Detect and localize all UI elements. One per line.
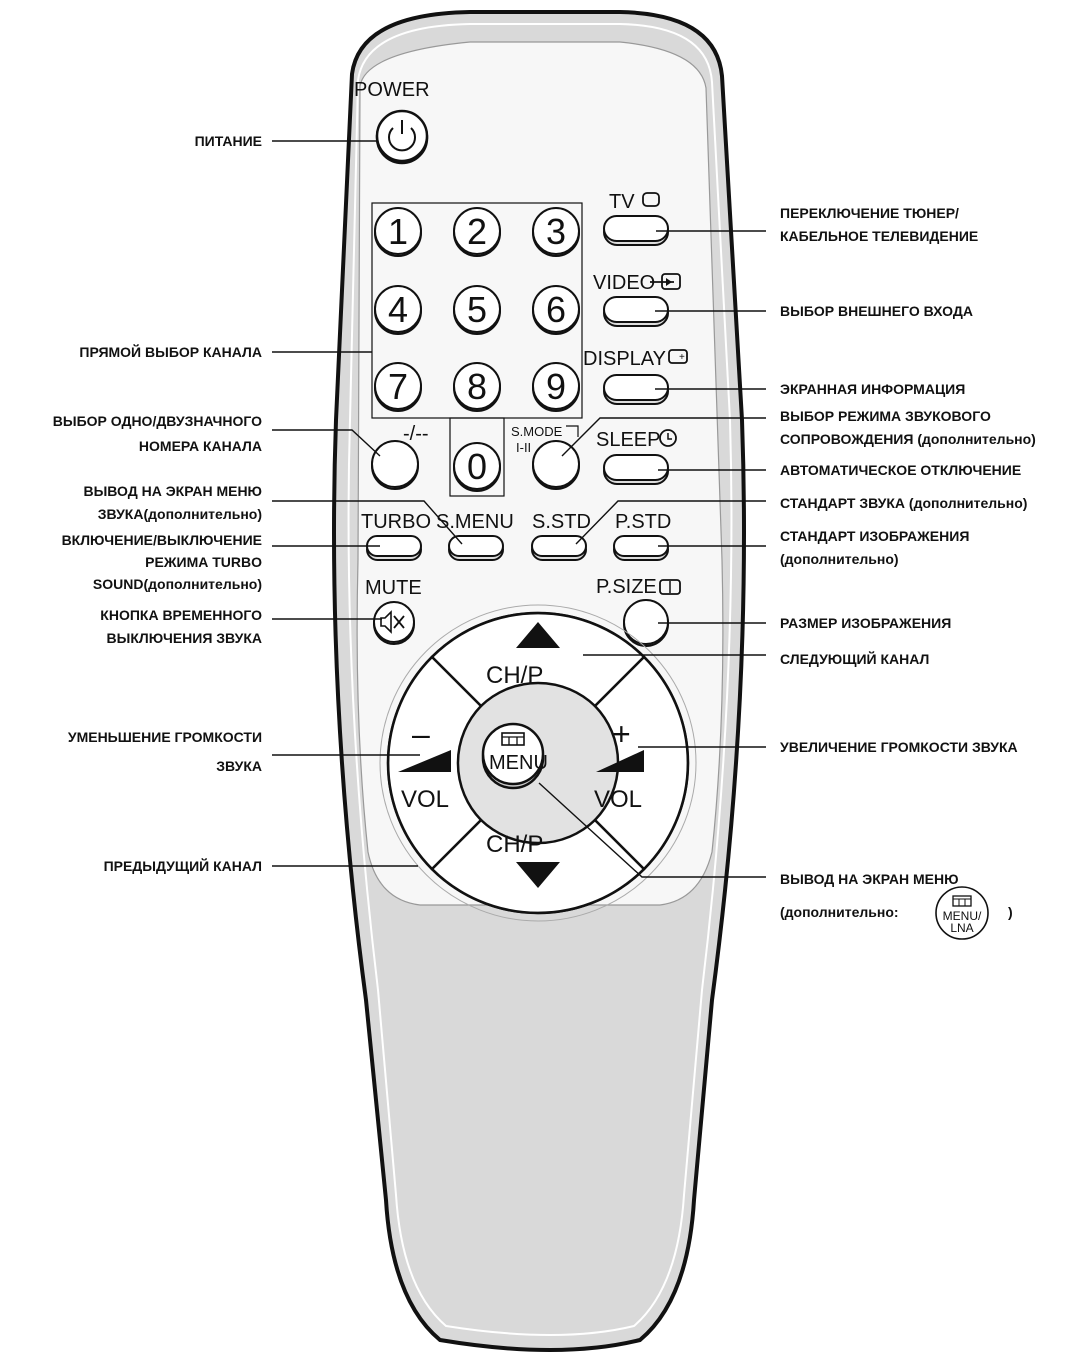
mute-label: MUTE <box>365 577 422 599</box>
smenu-label: S.MENU <box>436 511 514 533</box>
callout-power: ПИТАНИЕ <box>195 133 262 149</box>
number-pad <box>371 202 583 497</box>
callout-sound-std: СТАНДАРТ ЗВУКА (дополнительно) <box>780 495 1027 511</box>
mute-button[interactable] <box>373 601 415 645</box>
digit-label: 7 <box>388 366 408 407</box>
tv-icon <box>642 192 660 207</box>
digit-button[interactable]: 3 <box>532 207 580 257</box>
callout-screen-info: ЭКРАННАЯ ИНФОРМАЦИЯ <box>780 381 965 397</box>
volume-ramp-left-icon <box>398 750 451 772</box>
digit-button[interactable]: 6 <box>532 285 580 335</box>
vol-minus-label: – <box>412 716 430 752</box>
one-two-digit-button[interactable] <box>371 440 419 490</box>
callout-ext-input: ВЫБОР ВНЕШНЕГО ВХОДА <box>780 303 973 319</box>
sound-mode-button[interactable] <box>532 440 580 490</box>
psize-button[interactable] <box>623 599 669 647</box>
digit-label: 4 <box>388 289 408 330</box>
right-callouts: ПЕРЕКЛЮЧЕНИЕ ТЮНЕР/КАБЕЛЬНОЕ ТЕЛЕВИДЕНИЕ… <box>780 205 1036 920</box>
digit-button[interactable]: 5 <box>453 285 501 335</box>
display-button[interactable] <box>603 374 669 405</box>
menu-button[interactable]: MENU <box>481 722 548 790</box>
left-callouts: ПИТАНИЕ ПРЯМОЙ ВЫБОР КАНАЛА ВЫБОР ОДНО/Д… <box>53 133 262 874</box>
turbo-label: TURBO <box>361 511 431 533</box>
input-icon <box>650 273 681 290</box>
psize-label: P.SIZE <box>596 576 657 598</box>
sstd-label: S.STD <box>532 511 591 533</box>
callout-menu-note: (дополнительно: <box>780 904 899 920</box>
menu-lna-line1: MENU/ <box>943 909 982 923</box>
arrow-up-icon <box>516 622 560 648</box>
display-label: DISPLAY <box>583 348 666 370</box>
mute-icon <box>380 610 405 634</box>
digit-button[interactable]: 1 <box>374 207 422 257</box>
smode-sub-label: I-II <box>516 440 531 455</box>
menu-icon <box>501 732 525 746</box>
arrow-down-icon <box>516 862 560 888</box>
video-label: VIDEO <box>593 272 655 294</box>
digit-label: 0 <box>467 446 487 487</box>
callout-auto-off: АВТОМАТИЧЕСКОЕ ОТКЛЮЧЕНИЕ <box>780 462 1021 478</box>
digit-label: 8 <box>467 366 487 407</box>
vol-left-label: VOL <box>401 786 449 813</box>
digit-label: 6 <box>546 289 566 330</box>
smenu-button[interactable] <box>448 535 504 561</box>
clock-icon <box>659 429 677 447</box>
callout-lines <box>272 140 766 878</box>
digit-button[interactable]: 0 <box>453 442 501 492</box>
sleep-button[interactable] <box>603 454 669 485</box>
digit-label: 9 <box>546 366 566 407</box>
ch-down-label: CH/P <box>486 831 543 858</box>
volume-ramp-right-icon <box>596 750 644 772</box>
digit-button[interactable]: 9 <box>532 362 580 412</box>
menu-lna-line2: LNA <box>950 921 973 935</box>
video-button[interactable] <box>603 296 669 327</box>
callout-picture-size: РАЗМЕР ИЗОБРАЖЕНИЯ <box>780 615 951 631</box>
sstd-button[interactable] <box>531 535 587 561</box>
tv-button[interactable] <box>603 215 669 246</box>
dash-label: -/-- <box>403 423 429 445</box>
channel-up-button[interactable] <box>430 611 646 708</box>
power-button[interactable] <box>375 109 429 165</box>
callout-direct-channel: ПРЯМОЙ ВЫБОР КАНАЛА <box>79 343 262 360</box>
psize-icon <box>659 579 681 595</box>
digit-label: 2 <box>467 211 487 252</box>
digit-button[interactable]: 8 <box>453 362 501 412</box>
pstd-label: P.STD <box>615 511 671 533</box>
digit-label: 5 <box>467 289 487 330</box>
power-label: POWER <box>354 79 430 101</box>
digit-button[interactable]: 7 <box>374 362 422 412</box>
callout-menu-close: ) <box>1008 904 1013 920</box>
vol-right-label: VOL <box>594 786 642 813</box>
callout-vol-up: УВЕЛИЧЕНИЕ ГРОМКОСТИ ЗВУКА <box>780 739 1018 755</box>
callout-next-channel: СЛЕДУЮЩИЙ КАНАЛ <box>780 650 929 667</box>
menu-lna-button-icon: MENU/ LNA <box>935 886 989 940</box>
power-icon <box>388 120 416 152</box>
svg-text:+: + <box>679 352 685 363</box>
menu-label: MENU <box>489 752 548 774</box>
vol-plus-label: + <box>612 716 631 752</box>
tv-label: TV <box>609 191 635 213</box>
callout-menu: ВЫВОД НА ЭКРАН МЕНЮ <box>780 871 959 887</box>
digit-button[interactable]: 4 <box>374 285 422 335</box>
digit-button[interactable]: 2 <box>453 207 501 257</box>
display-icon: + <box>668 349 688 364</box>
digit-label: 1 <box>388 211 408 252</box>
callout-prev-channel: ПРЕДЫДУЩИЙ КАНАЛ <box>104 857 262 874</box>
ch-up-label: CH/P <box>486 662 543 689</box>
pstd-button[interactable] <box>613 535 669 561</box>
sleep-label: SLEEP <box>596 429 660 451</box>
callout-picture-std: СТАНДАРТ ИЗОБРАЖЕНИЯ(дополнительно) <box>780 528 969 567</box>
smode-label: S.MODE <box>511 424 563 439</box>
turbo-button[interactable] <box>366 535 422 561</box>
callout-tuner-cable: ПЕРЕКЛЮЧЕНИЕ ТЮНЕР/КАБЕЛЬНОЕ ТЕЛЕВИДЕНИЕ <box>780 205 978 244</box>
digit-label: 3 <box>546 211 566 252</box>
